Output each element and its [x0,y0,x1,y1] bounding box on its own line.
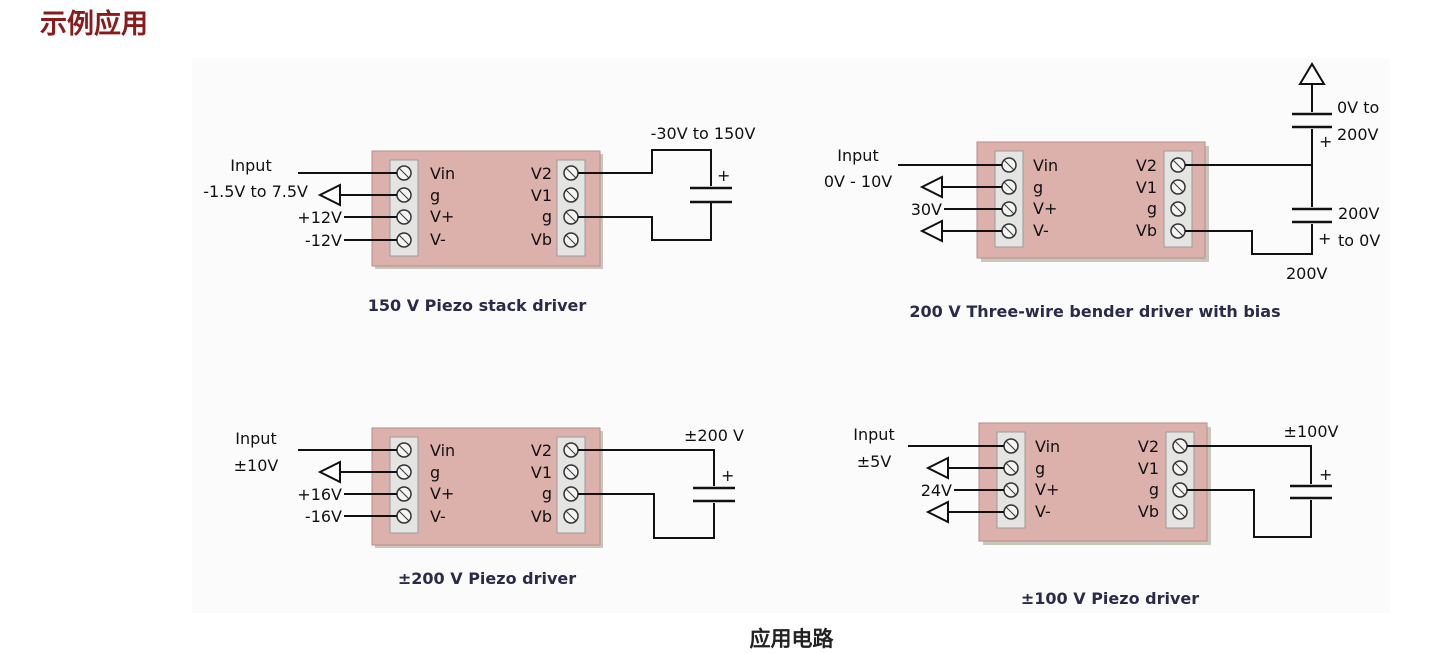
pin-vin: Vin [430,164,455,183]
pin-v2: V2 [1136,156,1157,175]
bottom-output-line-1: 200V [1338,204,1380,223]
pin-g-right: g [1147,199,1157,218]
supply-label: 30V [911,200,942,219]
pin-g-right: g [542,484,552,503]
output-range: ±100V [1284,422,1339,441]
bottom-output-line-2: to 0V [1338,231,1380,250]
figure-caption: 应用电路 [749,627,834,651]
input-label: Input [853,425,894,444]
plus-mark: + [1319,465,1332,484]
supply-plus-label: +16V [297,485,342,504]
pin-v1: V1 [531,463,552,482]
top-output-line-2: 200V [1337,125,1379,144]
supply-plus-label: +12V [297,208,342,227]
pin-g-right: g [1149,480,1159,499]
input-label: Input [837,146,878,165]
diagram-200v-bender-driver: Vin g V+ V- V2 V1 g Vb + + Input 0V - 10… [824,62,1380,321]
output-wire-bottom [578,493,715,539]
pin-v2: V2 [531,441,552,460]
output-range: ±200 V [684,426,744,445]
pin-v1: V1 [531,186,552,205]
ground-arrow-icon [925,500,949,524]
pin-vin: Vin [430,441,455,460]
output-wire-top [1187,445,1312,484]
pin-vplus: V+ [1035,480,1059,499]
pin-vminus: V- [1033,221,1049,240]
plus-mark: + [717,166,730,185]
diagram-100v-piezo-driver: Vin g V+ V- V2 V1 g Vb + Input ±5V 24V ±… [853,422,1338,608]
diagram-title: ±100 V Piezo driver [1021,589,1199,608]
output-wire-bottom [1187,489,1312,538]
ground-arrow-icon [925,456,949,480]
supply-minus-label: -12V [305,231,342,250]
input-range: ±5V [857,452,892,471]
pin-g: g [1035,459,1045,478]
pin-v1: V1 [1138,459,1159,478]
pin-vplus: V+ [430,207,454,226]
pin-g: g [1033,178,1043,197]
plus-mark-bottom: + [1318,229,1331,248]
output-wire-bottom [578,203,712,241]
supply-label: 24V [921,481,952,500]
input-range: ±10V [234,456,279,475]
top-output-line-1: 0V to [1337,98,1379,117]
bias-label: 200V [1286,264,1328,283]
diagram-title: 200 V Three-wire bender driver with bias [909,302,1280,321]
pin-v1: V1 [1136,178,1157,197]
pin-vb: Vb [1138,502,1159,521]
ground-arrow-icon [919,219,943,243]
diagram-title: 150 V Piezo stack driver [368,296,587,315]
output-range: -30V to 150V [651,124,756,143]
input-label: Input [235,429,276,448]
pin-v2: V2 [1138,437,1159,456]
section-heading: 示例应用 [40,9,148,40]
pin-vminus: V- [430,507,446,526]
output-wire-top [578,149,712,186]
input-range: -1.5V to 7.5V [203,182,308,201]
pin-v2: V2 [531,164,552,183]
terminal-screws [396,442,579,524]
pin-vminus: V- [430,230,446,249]
input-range: 0V - 10V [824,172,892,191]
pin-vin: Vin [1035,437,1060,456]
terminal-screws [396,165,579,248]
diagram-150v-stack-driver: Vin g V+ V- V2 V1 g Vb + Input -1.5V to … [203,124,755,315]
pin-g-right: g [542,207,552,226]
pin-vplus: V+ [430,484,454,503]
pin-vin: Vin [1033,156,1058,175]
supply-minus-label: -16V [305,507,342,526]
pin-vplus: V+ [1033,199,1057,218]
pin-vb: Vb [531,507,552,526]
ground-arrow-icon [317,460,341,484]
pin-vminus: V- [1035,502,1051,521]
input-label: Input [230,156,271,175]
pin-vb: Vb [531,230,552,249]
ground-arrow-icon [919,175,943,199]
ground-arrow-icon [317,183,341,207]
output-wire-top [578,449,715,486]
plus-mark-top: + [1319,132,1332,151]
plus-mark: + [721,466,734,485]
pin-g: g [430,463,440,482]
pin-g: g [430,186,440,205]
diagram-title: ±200 V Piezo driver [398,569,576,588]
diagram-200v-piezo-driver: Vin g V+ V- V2 V1 g Vb + Input ±10V +16V… [234,426,744,588]
pin-vb: Vb [1136,221,1157,240]
vb-wire [1185,224,1313,255]
